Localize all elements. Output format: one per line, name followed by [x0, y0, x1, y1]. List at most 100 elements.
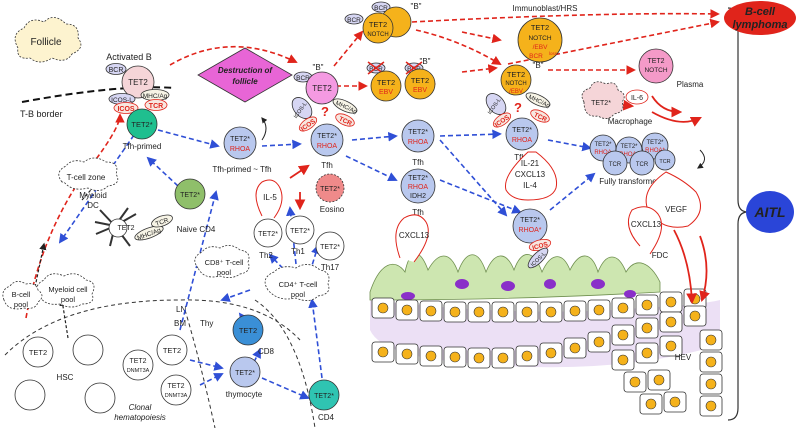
il21-label: IL-21 [521, 159, 540, 168]
icos-label-tfhprimed: ICOS [117, 106, 134, 113]
tfh-cell-idh2-idh2: IDH2 [410, 193, 426, 200]
eosino-tet2: TET2* [320, 186, 340, 193]
cd4-label: CD4 [318, 413, 335, 422]
fully-transformed-label: Fully transformed Tfh [599, 177, 674, 186]
macrophage-label: Macrophage [608, 117, 653, 126]
immunoblast-tet2: TET2 [531, 23, 549, 32]
naive-cd4-tet2: TET2* [180, 192, 200, 199]
ft-cell-3-tet2: TET2* [646, 140, 664, 146]
immunoblast-cell [517, 17, 563, 63]
hsc-dnmt-1-dnmt: DNMT3A [127, 368, 150, 374]
fdc-nuclei [401, 279, 636, 300]
bcr-receptor-b2 [344, 13, 364, 25]
ft-cell-5-tcr: TCR [636, 162, 649, 168]
destruction-label-2: follicle [232, 77, 258, 86]
icosl-receptor-fdc [527, 247, 549, 269]
myeloid-dc-label-1: Myeloid [79, 191, 107, 200]
cd4-pool-label-2: pool [291, 290, 306, 299]
tcr-receptor-tfh2 [530, 109, 550, 123]
il6-bubble [625, 89, 649, 105]
cxcl13-label-left: CXCL13 [399, 231, 430, 240]
tfh-cell-4 [505, 117, 539, 151]
cd4-pool-cloud [264, 264, 330, 301]
tb-border-line [21, 86, 176, 103]
ft-cell-1-rhoa: RHOA [594, 150, 611, 156]
b-cell-notch-notch: NOTCH [367, 32, 388, 38]
destruction-diamond [197, 47, 293, 103]
eosino-label: Eosino [320, 205, 345, 214]
b-cell-center-tet2: TET2 [312, 84, 332, 93]
hsc-cell-3 [14, 379, 46, 411]
aitl-badge [746, 191, 794, 233]
cxcl13-callout-right [627, 206, 663, 255]
b-quote-4: "B" [532, 61, 543, 70]
cd8-pool-label-2: pool [217, 268, 232, 277]
cd8-cell [232, 314, 264, 346]
b-cell-notch-ebv-notch: NOTCH [505, 81, 526, 87]
tfh-cell-4-label: Tfh [514, 153, 526, 162]
hsc-cell-4 [84, 382, 116, 414]
myeloid-pool-label-2: pool [61, 295, 76, 304]
plasma-cell [638, 48, 674, 84]
thymocyte-tet2: TET2* [235, 370, 255, 377]
myeloid-dc-label-2: DC [87, 201, 99, 210]
plasma-tet2: TET2 [647, 58, 664, 65]
tcr-receptor-tfh1 [335, 113, 355, 127]
th17-tet2: TET2* [320, 244, 340, 251]
tcr-label-tfhprimed: TCR [149, 103, 163, 110]
b-cell-notch-tet2: TET2 [369, 20, 387, 29]
icosl-label-activated: ICOS-L [111, 97, 133, 104]
immunoblast-bcr-sup: loss [549, 51, 558, 56]
bm-label: BM [174, 319, 186, 328]
fdc-label: FDC [652, 251, 669, 260]
mhc-receptor-tfh1 [332, 98, 358, 114]
self-loop-tfh [261, 117, 268, 141]
thy-boundary [254, 299, 316, 428]
immunoblast-label: Immunoblast/HRS [513, 4, 578, 13]
tfh-primed-tet2: TET2* [131, 120, 152, 129]
immunoblast-notch: NOTCH [528, 35, 551, 42]
cd4-cell [308, 379, 340, 411]
thy-label: Thy [200, 319, 213, 328]
tfh-cell-2-tet2: TET2* [408, 129, 428, 136]
ft-cell-4 [602, 150, 628, 176]
tfh-primed-label: Tfh-primed [123, 142, 162, 151]
th17-cell [315, 231, 345, 261]
immunoblast-bcr: BCR [529, 53, 543, 60]
fdc-network [369, 253, 661, 301]
eosino-cell [315, 173, 345, 203]
tfh-cell-idh2-tet2: TET2* [408, 175, 428, 182]
tcr-receptor-dc [151, 214, 173, 228]
bcr-label-b3: BCR [374, 5, 388, 12]
b-cell-lymphoma-label-1: B-cell [745, 6, 776, 18]
bcr-label-activated: BCR [109, 67, 124, 74]
b-cell-lymphoma-label-2: lymphoma [732, 19, 787, 31]
mhc-receptor-tfh2 [525, 92, 551, 108]
vegf-callout [645, 171, 701, 228]
tfh-cell-4-rhoa: RHOA [512, 137, 533, 144]
plasma-notch: NOTCH [644, 67, 667, 74]
tcr-receptor-tfhprimed [144, 99, 168, 111]
hsc-dnmt-1-tet2: TET2 [129, 358, 146, 365]
tfh-primed-cell [126, 108, 158, 140]
tfh-cell-2-label: Tfh [412, 158, 424, 167]
macrophage-tet2: TET2* [591, 100, 611, 107]
b-cell-ebv-2-ebv: EBV [413, 87, 427, 94]
cd4-tet2: TET2* [314, 393, 334, 400]
hsc-cell-tet2 [22, 336, 54, 368]
ft-cell-1-tet2: TET2* [594, 142, 612, 148]
hsc-cell-dnmt-1 [122, 349, 154, 381]
b-quote-2: "B" [410, 2, 421, 11]
tfh-cell-1-tet2: TET2* [317, 133, 337, 140]
tcell-zone-cloud: T-cell zone [58, 157, 119, 191]
th2-cell [253, 218, 283, 248]
icos-label-fdc: ICOS [532, 241, 550, 252]
th17-label: Th17 [321, 263, 340, 272]
clonal-label-1: Clonal [129, 403, 152, 412]
bcr-label-b2: BCR [347, 17, 361, 24]
b-quote-1: "B" [312, 63, 323, 72]
self-loop-full [697, 149, 705, 169]
il5-label: IL-5 [263, 193, 277, 202]
b-quote-3: "B" [419, 57, 430, 66]
